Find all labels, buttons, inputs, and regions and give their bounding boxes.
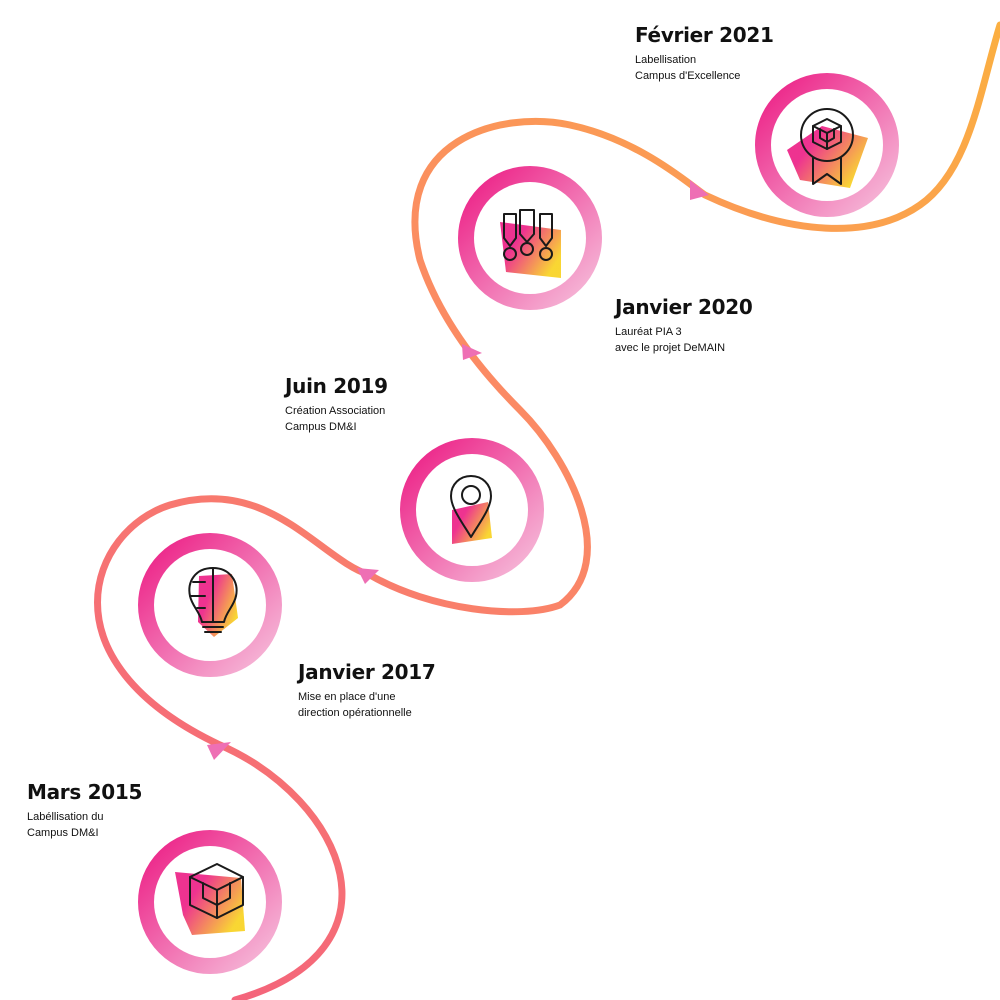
path-arrow bbox=[462, 344, 482, 360]
milestone-circle bbox=[400, 438, 544, 582]
milestone-date: Janvier 2017 bbox=[298, 660, 436, 684]
milestone-circle bbox=[458, 166, 602, 310]
milestone-date: Juin 2019 bbox=[285, 374, 388, 398]
milestone-date: Mars 2015 bbox=[27, 780, 143, 804]
path-arrow bbox=[357, 568, 379, 584]
award-badge-icon bbox=[800, 108, 854, 185]
milestone-description: Mise en place d'une direction opérationn… bbox=[298, 691, 412, 719]
milestone-circle bbox=[138, 533, 282, 677]
milestone-description: Labéllisation du Campus DM&I bbox=[27, 811, 104, 839]
milestone-date: Janvier 2020 bbox=[615, 295, 753, 319]
milestone-description: Labellisation Campus d'Excellence bbox=[635, 54, 741, 82]
milestone-circle bbox=[755, 73, 899, 217]
milestone-label-2021: Février 2021 Labellisation Campus d'Exce… bbox=[635, 22, 774, 84]
milestone-label-2019: Juin 2019 Création Association Campus DM… bbox=[285, 373, 388, 435]
medals-icon bbox=[503, 209, 553, 261]
milestone-label-2015: Mars 2015 Labéllisation du Campus DM&I bbox=[27, 779, 142, 841]
lightbulb-head-icon bbox=[188, 567, 238, 633]
cube-logo-icon bbox=[189, 863, 244, 919]
milestone-label-2020: Janvier 2020 Lauréat PIA 3 avec le proje… bbox=[615, 294, 753, 356]
path-arrow bbox=[207, 742, 231, 760]
timeline-path bbox=[94, 21, 1000, 1000]
map-pin-icon bbox=[450, 475, 492, 538]
milestone-description: Lauréat PIA 3 avec le projet DeMAIN bbox=[615, 326, 726, 354]
milestone-description: Création Association Campus DM&I bbox=[285, 405, 386, 433]
milestone-label-2017: Janvier 2017 Mise en place d'une directi… bbox=[298, 659, 436, 721]
milestone-circle bbox=[138, 830, 282, 974]
path-arrow bbox=[690, 180, 709, 200]
milestone-date: Février 2021 bbox=[635, 23, 774, 47]
